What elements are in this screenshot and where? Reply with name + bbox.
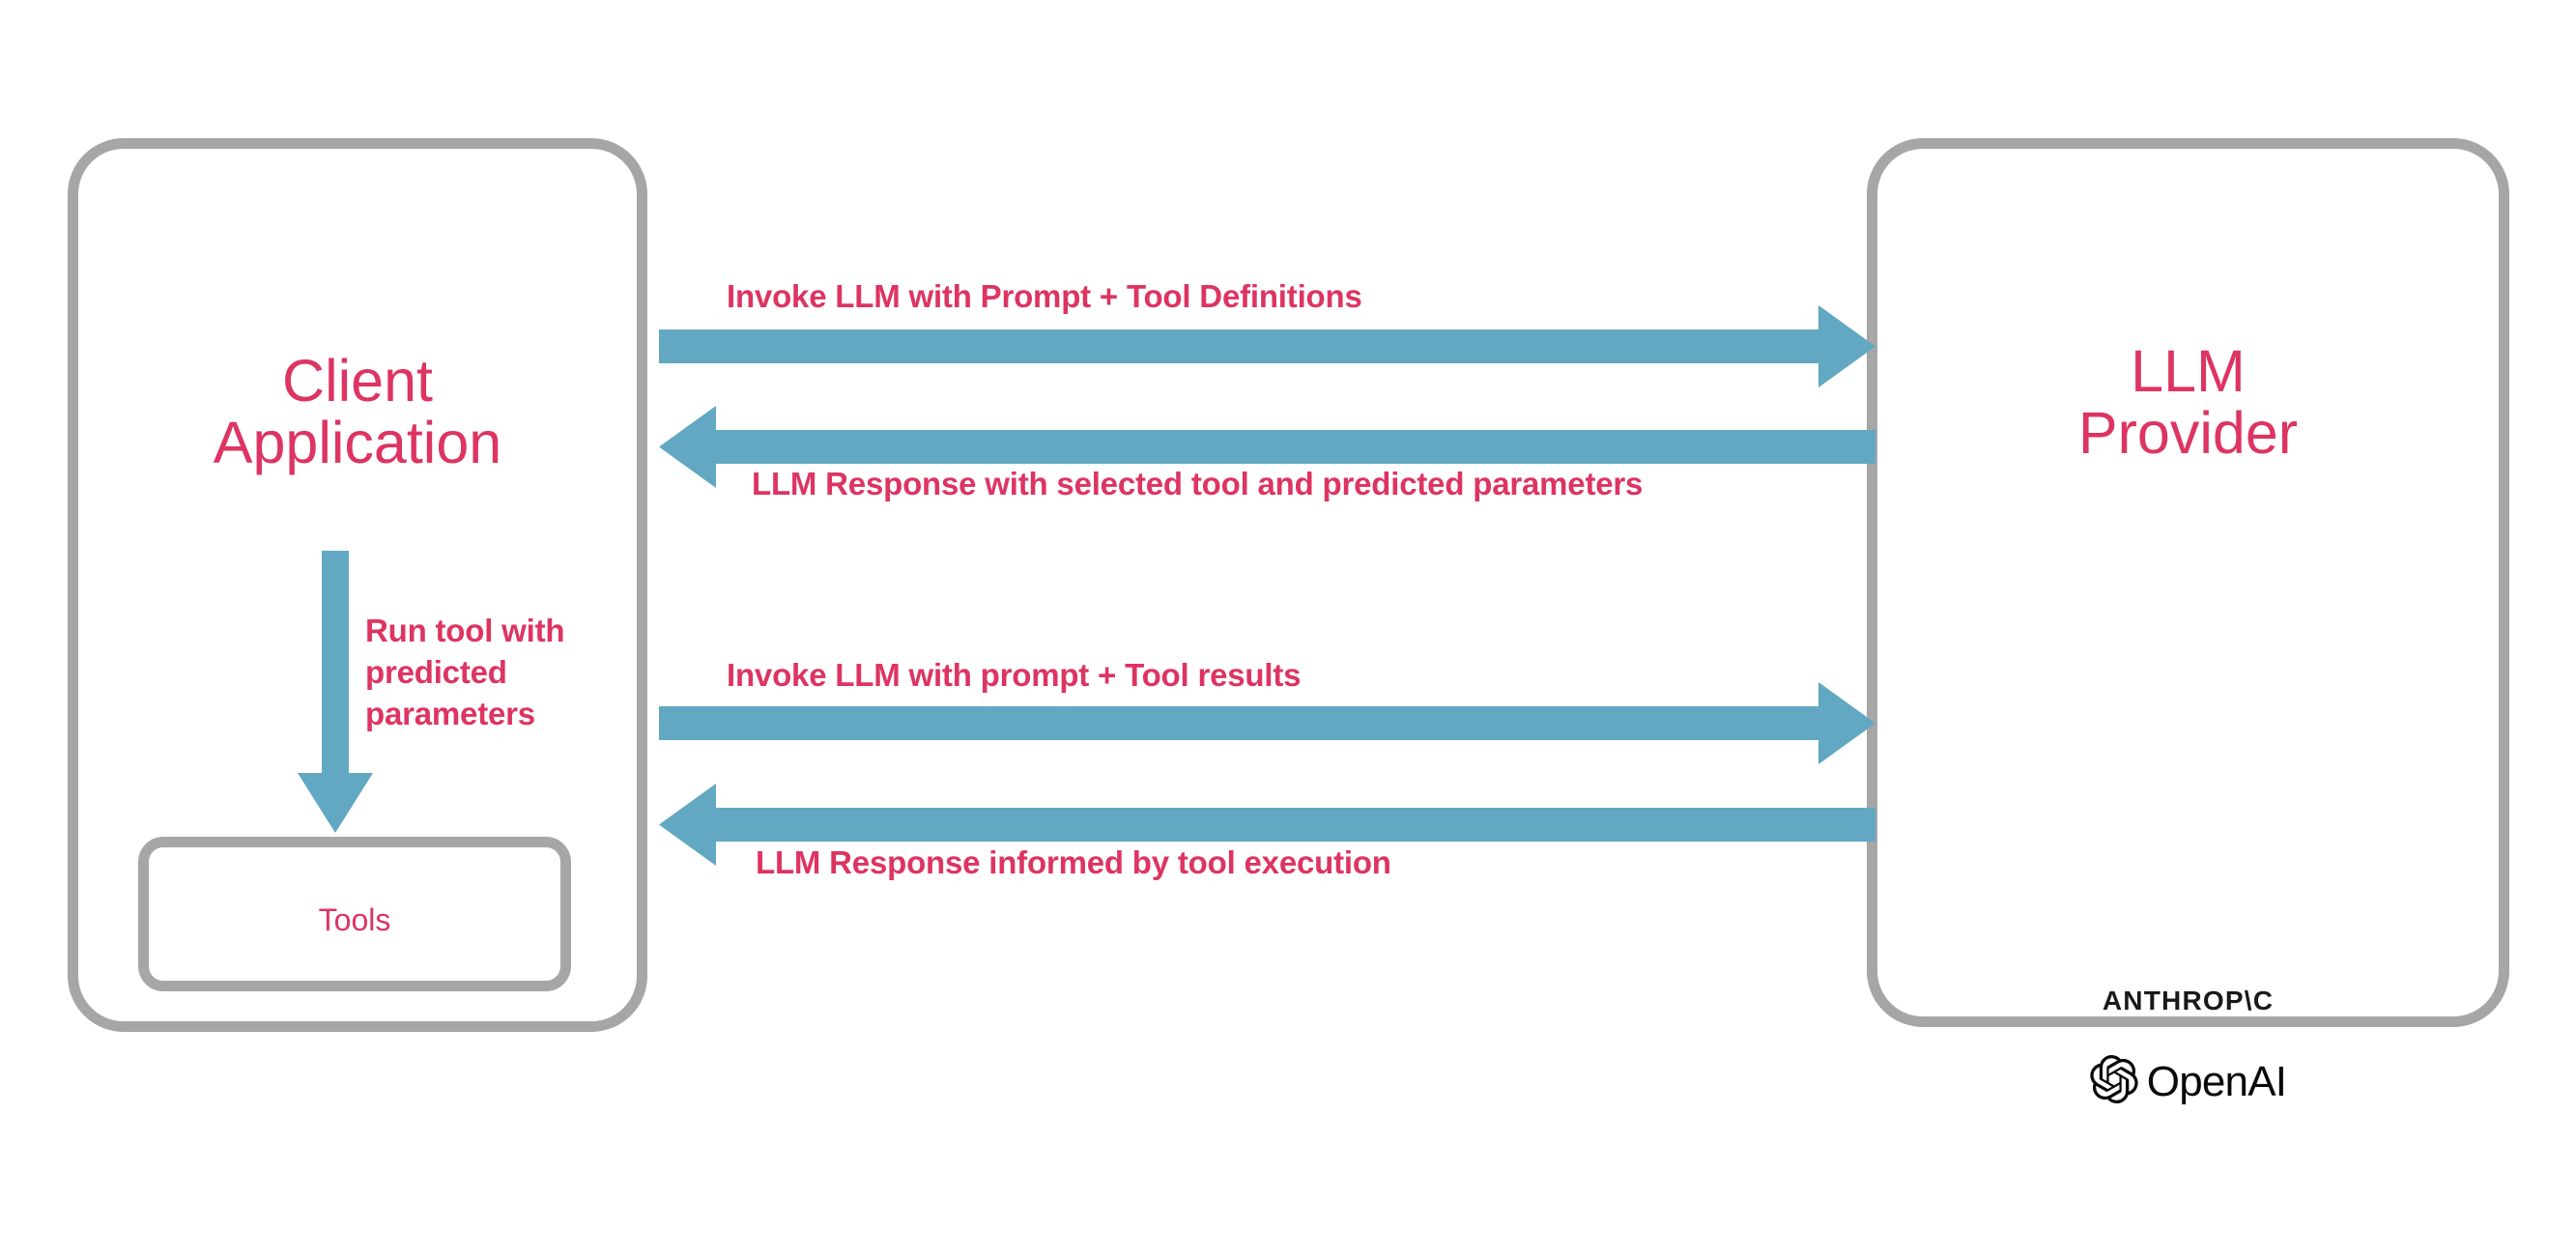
anthropic-wordmark: ANTHROP\C [2102,986,2275,1015]
arrow-invoke-llm-with-prompt-tool-results [659,682,1875,764]
llm-provider-node[interactable]: LLM Provider ANTHROP\C OpenAI [1867,138,2509,1105]
provider-title-line-1: LLM [2131,338,2246,404]
tools-node[interactable]: Tools [138,837,571,991]
arrow-label-llm-response-with-selected-tool-and-predicted-parameters: LLM Response with selected tool and pred… [752,466,1644,501]
llm-provider-title: LLM Provider [1877,340,2499,464]
client-title-line-1: Client [282,348,433,414]
openai-flower-icon [2090,1055,2138,1108]
tools-label: Tools [318,902,391,937]
client-title-line-2: Application [213,410,502,476]
openai-wordmark-text: OpenAI [2146,1057,2287,1105]
run-tool-label-line-3: parameters [365,695,535,731]
arrow-invoke-llm-with-prompt-tool-definitions [659,305,1875,387]
client-application-title: Client Application [78,350,637,473]
run-tool-label-line-2: predicted [365,653,507,690]
provider-title-line-2: Provider [2077,400,2299,467]
arrow-label-llm-response-informed-by-tool-execution: LLM Response informed by tool execution [756,844,1391,880]
arrow-label-run-tool-with-predicted-parameters: Run tool with predicted parameters [365,611,655,735]
arrow-label-invoke-llm-with-prompt-tool-definitions: Invoke LLM with Prompt + Tool Definition… [727,278,1362,314]
run-tool-label-line-1: Run tool with [365,613,565,648]
openai-logo: OpenAI [1877,1055,2499,1108]
arrow-label-invoke-llm-with-prompt-tool-results: Invoke LLM with prompt + Tool results [727,657,1302,693]
